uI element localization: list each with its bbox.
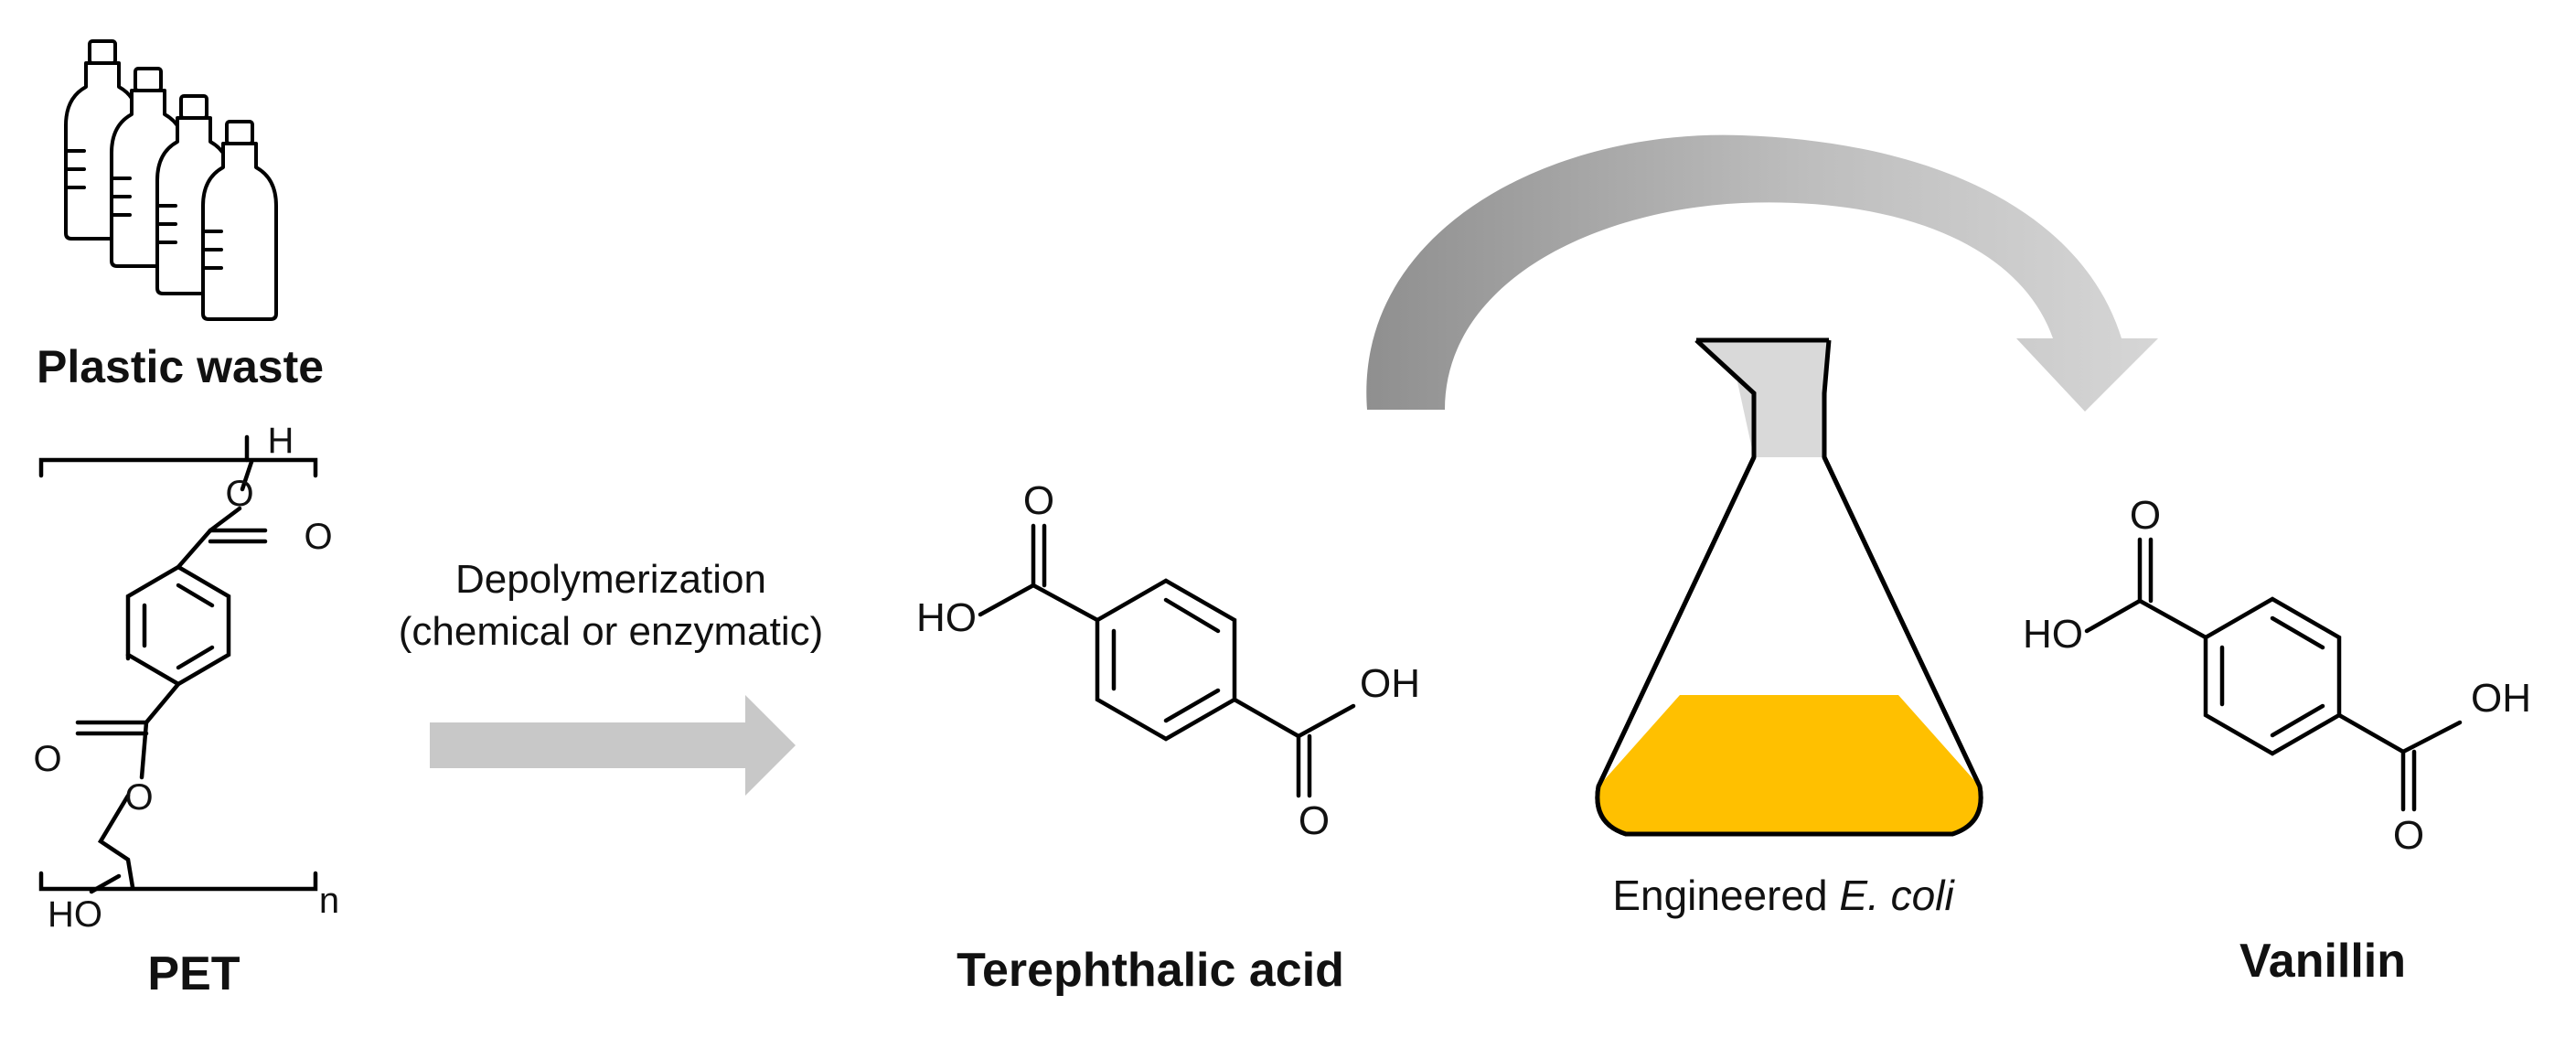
pet-ho-label: HO xyxy=(48,894,102,935)
terephthalic-acid-structure: O HO OH O xyxy=(916,478,1420,843)
pet-structure: H O O O O HO n xyxy=(33,421,339,935)
tpa-ho: HO xyxy=(916,595,977,640)
curved-arrow xyxy=(1366,134,2158,412)
vanillin-structure: O HO OH O xyxy=(2023,493,2531,858)
flask-icon xyxy=(1595,337,1983,837)
pet-n-label: n xyxy=(319,881,339,921)
vanillin-label: Vanillin xyxy=(2239,935,2406,988)
depolymerization-label-line1: Depolymerization xyxy=(455,557,766,602)
tpa-o-bottom: O xyxy=(1299,798,1330,843)
terephthalic-acid-label: Terephthalic acid xyxy=(957,944,1344,997)
pet-h-label: H xyxy=(268,421,294,461)
plastic-waste-label: Plastic waste xyxy=(37,341,324,392)
plastic-bottles-icon xyxy=(64,39,278,321)
vanillin-oh: OH xyxy=(2471,676,2531,721)
vanillin-o-bottom: O xyxy=(2393,813,2424,858)
pet-o-ester-bottom: O xyxy=(124,777,153,818)
depolymerization-label-line2: (chemical or enzymatic) xyxy=(399,609,824,654)
pet-label: PET xyxy=(147,947,240,1000)
culture-liquid xyxy=(1597,695,1982,834)
engineered-ecoli-label: Engineered E. coli xyxy=(1612,872,1955,919)
pet-o-carbonyl-bottom: O xyxy=(33,739,61,779)
vanillin-ho: HO xyxy=(2023,612,2083,657)
pet-o-ester-top: O xyxy=(225,474,253,514)
depolymerization-arrow xyxy=(430,695,796,796)
tpa-oh: OH xyxy=(1360,661,1420,706)
pet-o-carbonyl-top: O xyxy=(304,517,332,557)
organism-name: E. coli xyxy=(1839,872,1955,919)
engineered-prefix: Engineered xyxy=(1612,872,1839,919)
vanillin-o-top: O xyxy=(2130,493,2161,538)
tpa-o-top: O xyxy=(1023,478,1054,523)
